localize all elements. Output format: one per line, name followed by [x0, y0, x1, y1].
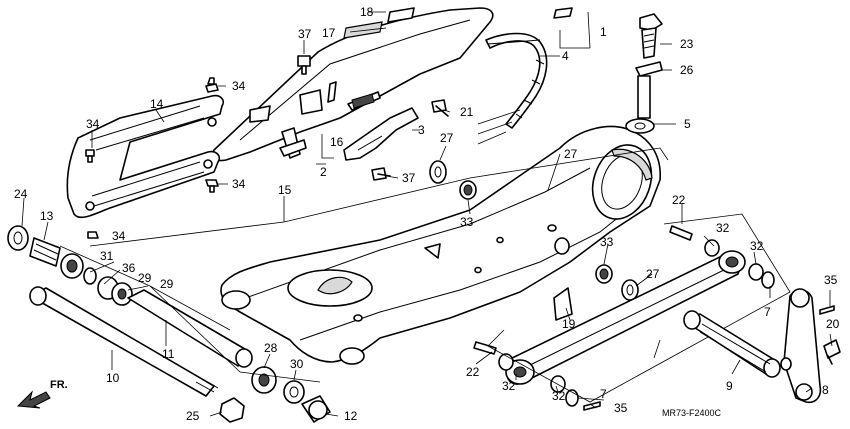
label-decals: [343, 7, 573, 39]
callout-17: 17: [322, 26, 336, 40]
callout-23: 23: [680, 37, 694, 51]
callout-10: 10: [106, 371, 120, 385]
callout-21: 21: [460, 105, 474, 119]
callout-35-low: 35: [614, 401, 628, 415]
callout-27-top: 27: [440, 131, 454, 145]
callout-5: 5: [684, 117, 691, 131]
callout-34-low: 34: [112, 229, 126, 243]
callout-34-top: 34: [232, 79, 246, 93]
callout-8: 8: [822, 383, 829, 397]
chain-slider: [66, 94, 225, 219]
callout-28: 28: [264, 341, 278, 355]
callout-7-low: 7: [600, 387, 607, 401]
callout-25: 25: [186, 409, 200, 423]
callout-14: 14: [150, 97, 164, 111]
callout-22-top: 22: [672, 193, 686, 207]
callout-35-right: 35: [824, 273, 838, 287]
callout-27-right: 27: [564, 147, 578, 161]
callout-29-b: 29: [160, 277, 174, 291]
drive-chain: [477, 32, 548, 145]
callout-2: 2: [320, 165, 327, 179]
front-direction-arrow: [16, 390, 51, 409]
pivot-hardware: [7, 225, 331, 423]
callout-32-b: 32: [750, 239, 764, 253]
callout-32-c: 32: [502, 379, 516, 393]
callout-4: 4: [562, 49, 569, 63]
washers: [429, 160, 639, 301]
callout-34-mid: 34: [232, 177, 246, 191]
callout-16: 16: [330, 135, 344, 149]
callout-33-right: 33: [600, 235, 614, 249]
brackets: [279, 107, 419, 161]
callout-1: 1: [600, 25, 607, 39]
callout-22-low: 22: [466, 365, 480, 379]
callout-11: 11: [162, 347, 175, 361]
callout-13: 13: [40, 209, 54, 223]
shock-arm-8: [780, 288, 841, 404]
callout-19: 19: [562, 317, 576, 331]
callout-29-a: 29: [138, 271, 152, 285]
callout-37-top: 37: [298, 27, 312, 41]
callout-7-right: 7: [764, 305, 771, 319]
callout-34-left: 34: [86, 117, 100, 131]
callout-18: 18: [360, 5, 374, 19]
callout-leaders: [21, 11, 833, 417]
callout-24: 24: [14, 187, 28, 201]
callout-30: 30: [290, 357, 304, 371]
callout-33-mid: 33: [460, 215, 474, 229]
callout-12: 12: [344, 409, 358, 423]
callout-9: 9: [726, 379, 733, 393]
callout-32-d: 32: [552, 389, 566, 403]
front-label: FR.: [50, 379, 68, 391]
tie-rod-link: [473, 213, 835, 411]
callout-32-a: 32: [716, 221, 730, 235]
callout-numbers: 18 17 1 4 37 34 14 34 34 23 26 5 21 3 27…: [14, 5, 840, 423]
drawing-code: MR73-F2400C: [662, 408, 722, 418]
swingarm: [220, 125, 661, 365]
callout-3: 3: [418, 123, 425, 137]
callout-36: 36: [122, 261, 136, 275]
collar-9: [683, 310, 781, 378]
callout-26: 26: [680, 63, 694, 77]
callout-15: 15: [278, 183, 292, 197]
callout-27-low: 27: [646, 267, 660, 281]
callout-20: 20: [826, 317, 840, 331]
plate-19: [553, 287, 573, 321]
callout-31: 31: [100, 249, 114, 263]
callout-37-mid: 37: [402, 171, 416, 185]
